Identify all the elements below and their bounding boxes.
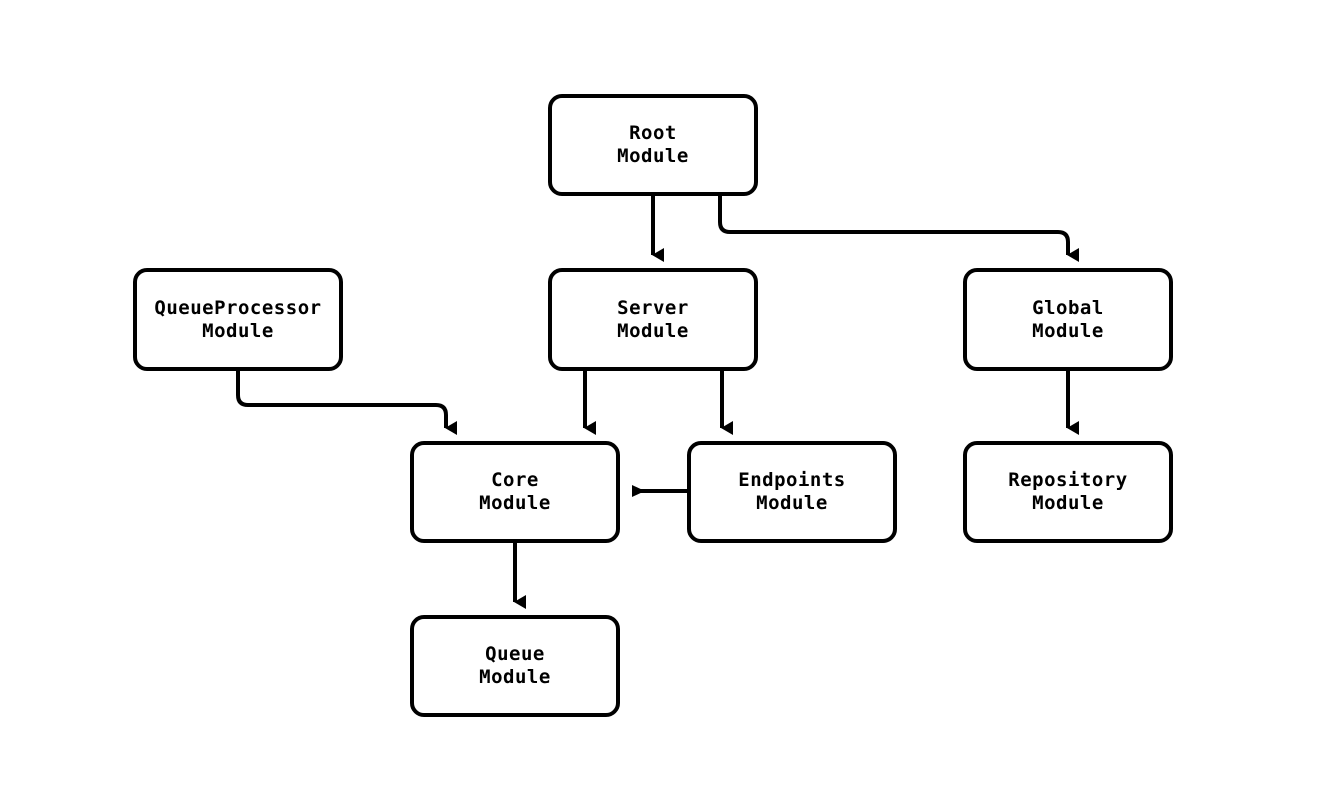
edge-root-to-global: [718, 196, 1079, 262]
global-module-label-line2: Module: [1032, 319, 1104, 342]
server-module-node[interactable]: Server Module: [548, 268, 758, 371]
queue-module-label-line2: Module: [479, 666, 551, 688]
queueprocessor-module-node[interactable]: QueueProcessor Module: [133, 268, 343, 371]
core-module-node[interactable]: Core Module: [410, 441, 620, 543]
global-module-label-line1: Global: [1032, 296, 1104, 319]
queue-module-node[interactable]: Queue Module: [410, 615, 620, 717]
core-module-label-line1: Core: [491, 469, 539, 491]
global-module-node[interactable]: Global Module: [963, 268, 1173, 371]
edge-queueprocessor-to-core: [236, 371, 457, 435]
repository-module-label-line2: Module: [1032, 492, 1104, 514]
queue-module-label-line1: Queue: [485, 643, 545, 665]
repository-module-label-line1: Repository: [1008, 469, 1128, 491]
root-module-label-line2: Module: [617, 145, 689, 167]
queueprocessor-module-label-line2: Module: [202, 319, 274, 342]
endpoints-module-label-line2: Module: [756, 492, 828, 514]
core-module-label-line2: Module: [479, 492, 551, 514]
server-module-label-line2: Module: [617, 319, 689, 342]
server-module-label-line1: Server: [617, 296, 689, 319]
root-module-node[interactable]: Root Module: [548, 94, 758, 196]
queueprocessor-module-label-line1: QueueProcessor: [154, 296, 322, 319]
endpoints-module-node[interactable]: Endpoints Module: [687, 441, 897, 543]
repository-module-node[interactable]: Repository Module: [963, 441, 1173, 543]
root-module-label-line1: Root: [629, 122, 677, 144]
endpoints-module-label-line1: Endpoints: [738, 469, 846, 491]
